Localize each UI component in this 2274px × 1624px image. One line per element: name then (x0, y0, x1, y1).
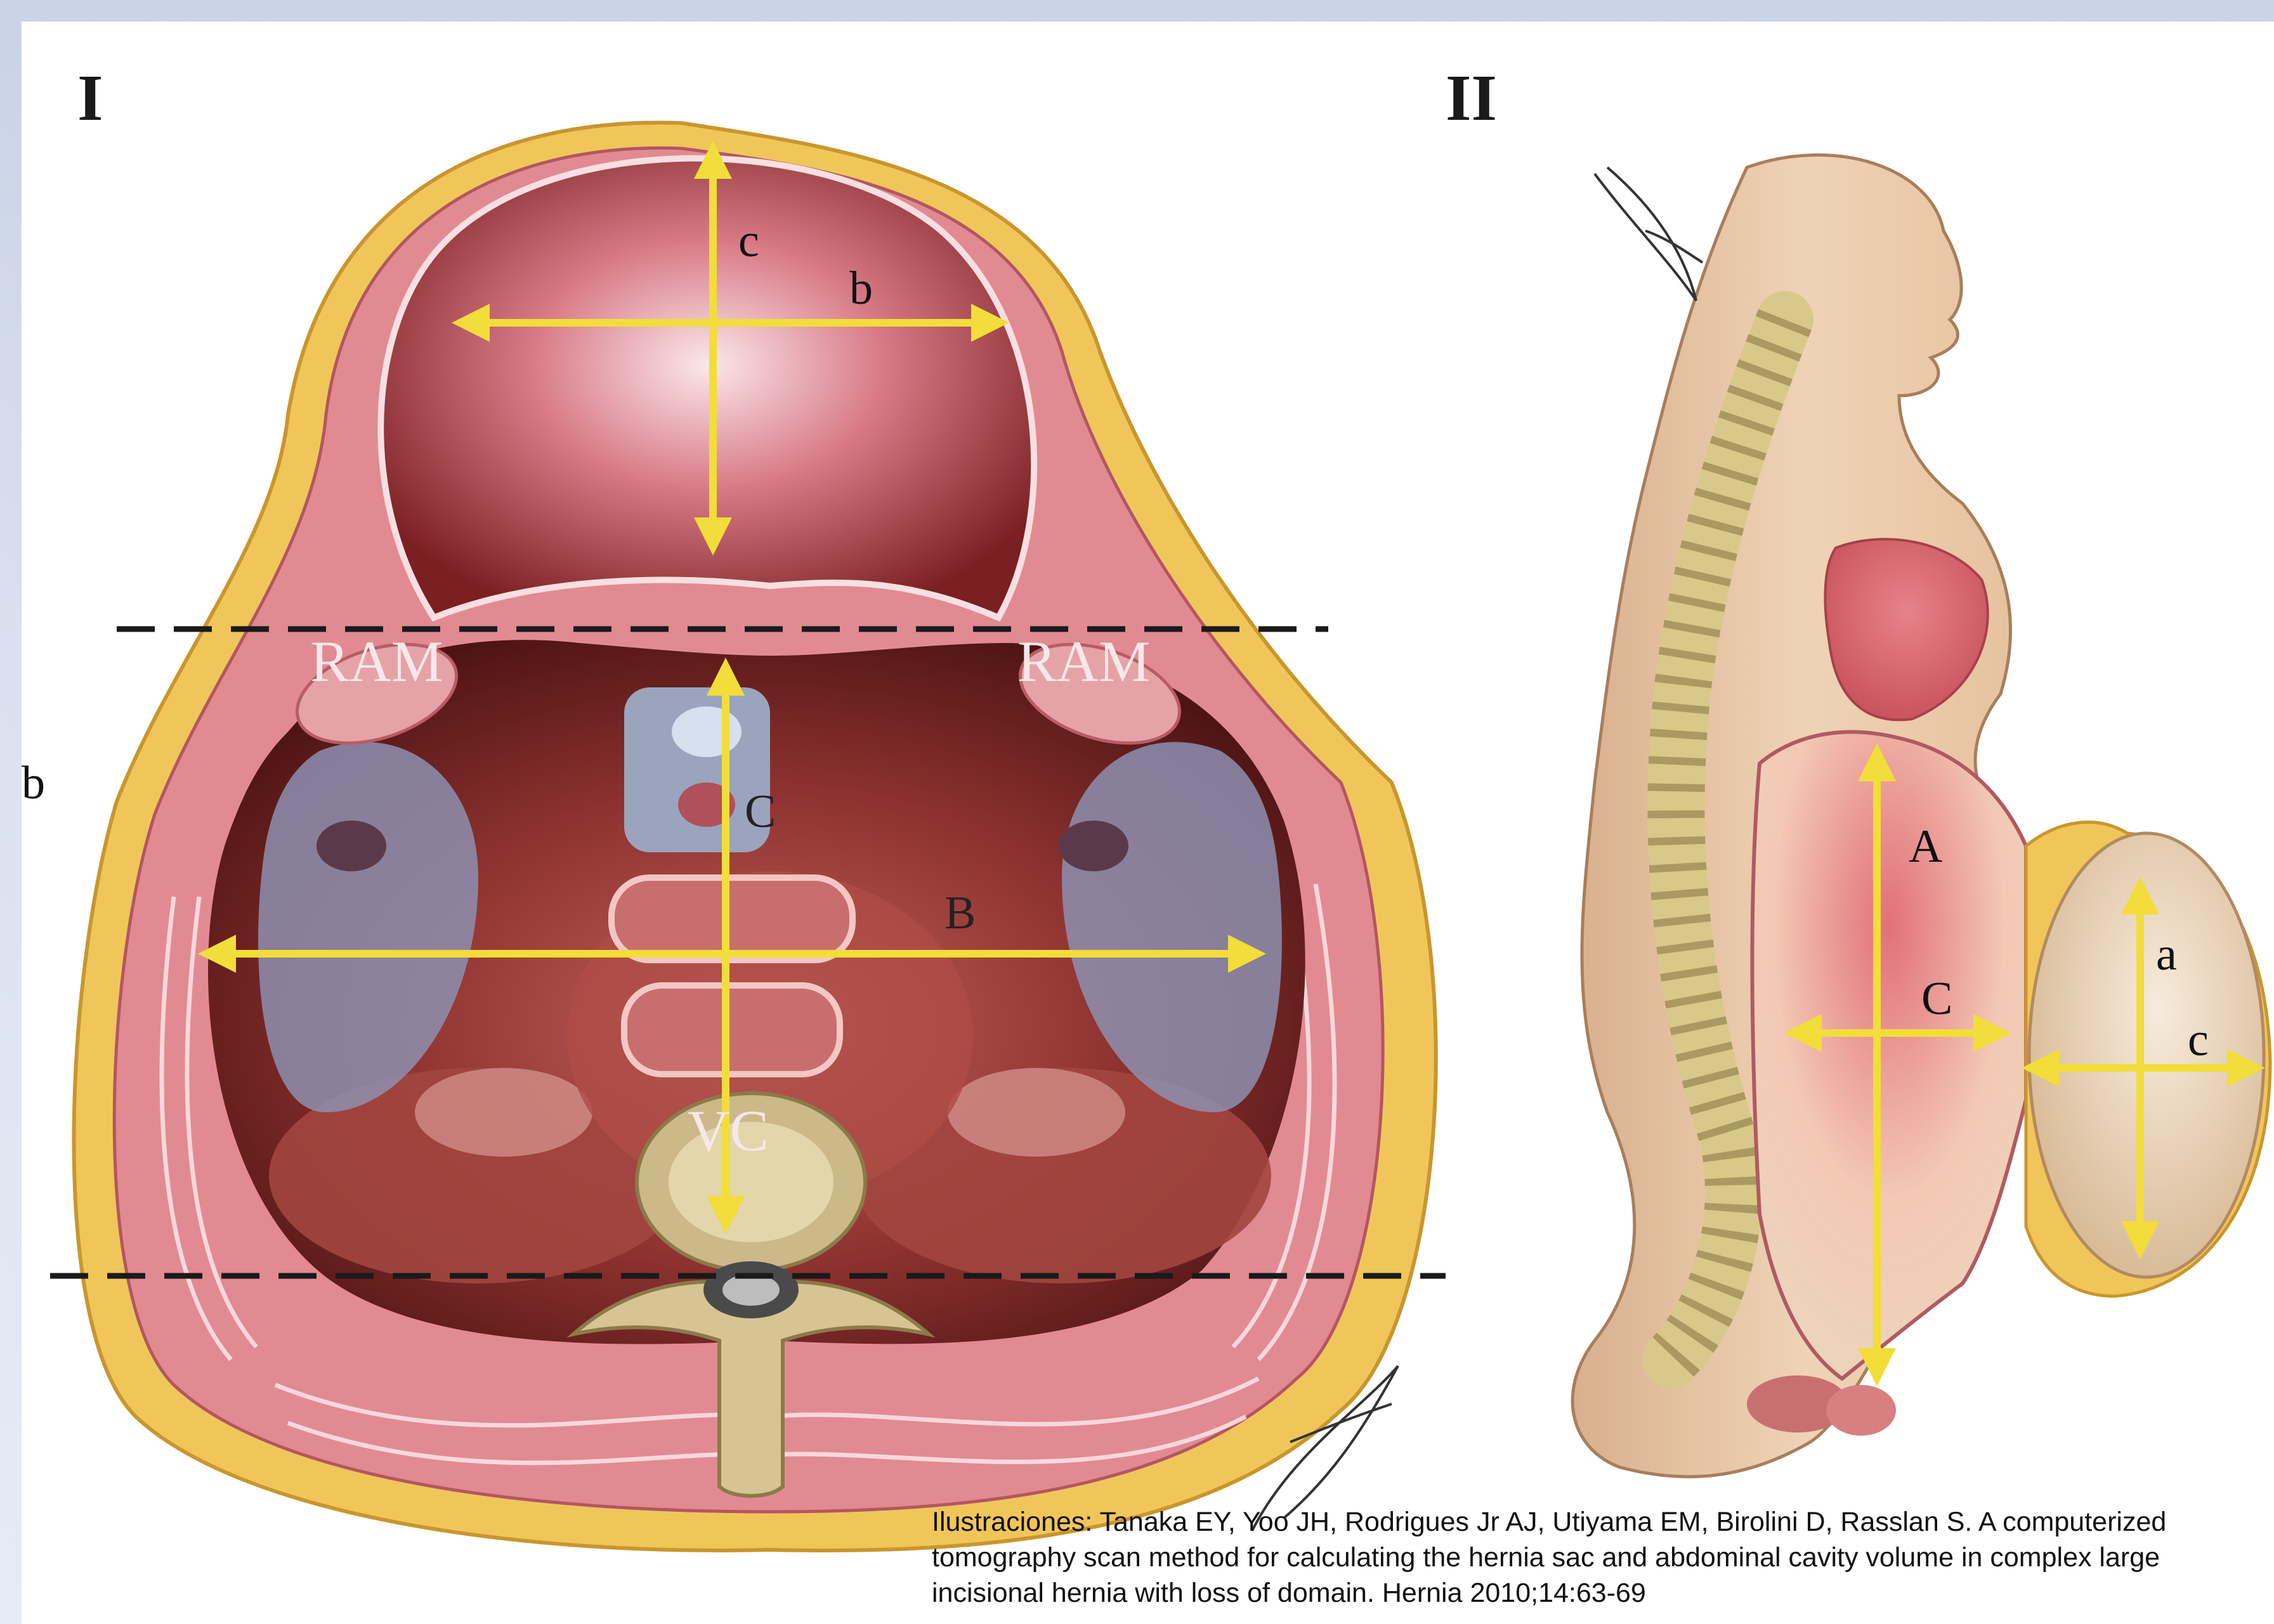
label-ram-right: RAM (1017, 629, 1151, 694)
anatomy-illustration: I (22, 22, 2274, 1624)
label-c-sac: c (738, 215, 759, 267)
label-b-sac: b (849, 263, 873, 315)
panel-label-II: II (1446, 62, 1497, 134)
label-c-hernia: c (2188, 1014, 2209, 1066)
slide: I (22, 22, 2274, 1624)
label-ram-left: RAM (310, 629, 443, 694)
citation-text: Ilustraciones: Tanaka EY, Yoo JH, Rodrig… (932, 1504, 2274, 1611)
label-a-hernia: a (2156, 928, 2177, 980)
label-C-lateral: C (1921, 973, 1952, 1025)
label-VC: VC (688, 1098, 769, 1163)
panel-label-I: I (77, 62, 103, 134)
label-B-cavity: B (944, 887, 976, 939)
artist-signature-panel-II (1595, 167, 1702, 301)
hernia-sac-lateral (2029, 833, 2264, 1277)
abdominal-cavity-lateral (1752, 732, 2026, 1379)
label-b-margin: b (22, 757, 45, 809)
label-C-cavity: C (745, 786, 776, 838)
label-A: A (1909, 821, 1942, 873)
pelvic-floor (1747, 1375, 1896, 1436)
hernia-sac-cross-section (381, 159, 1034, 618)
